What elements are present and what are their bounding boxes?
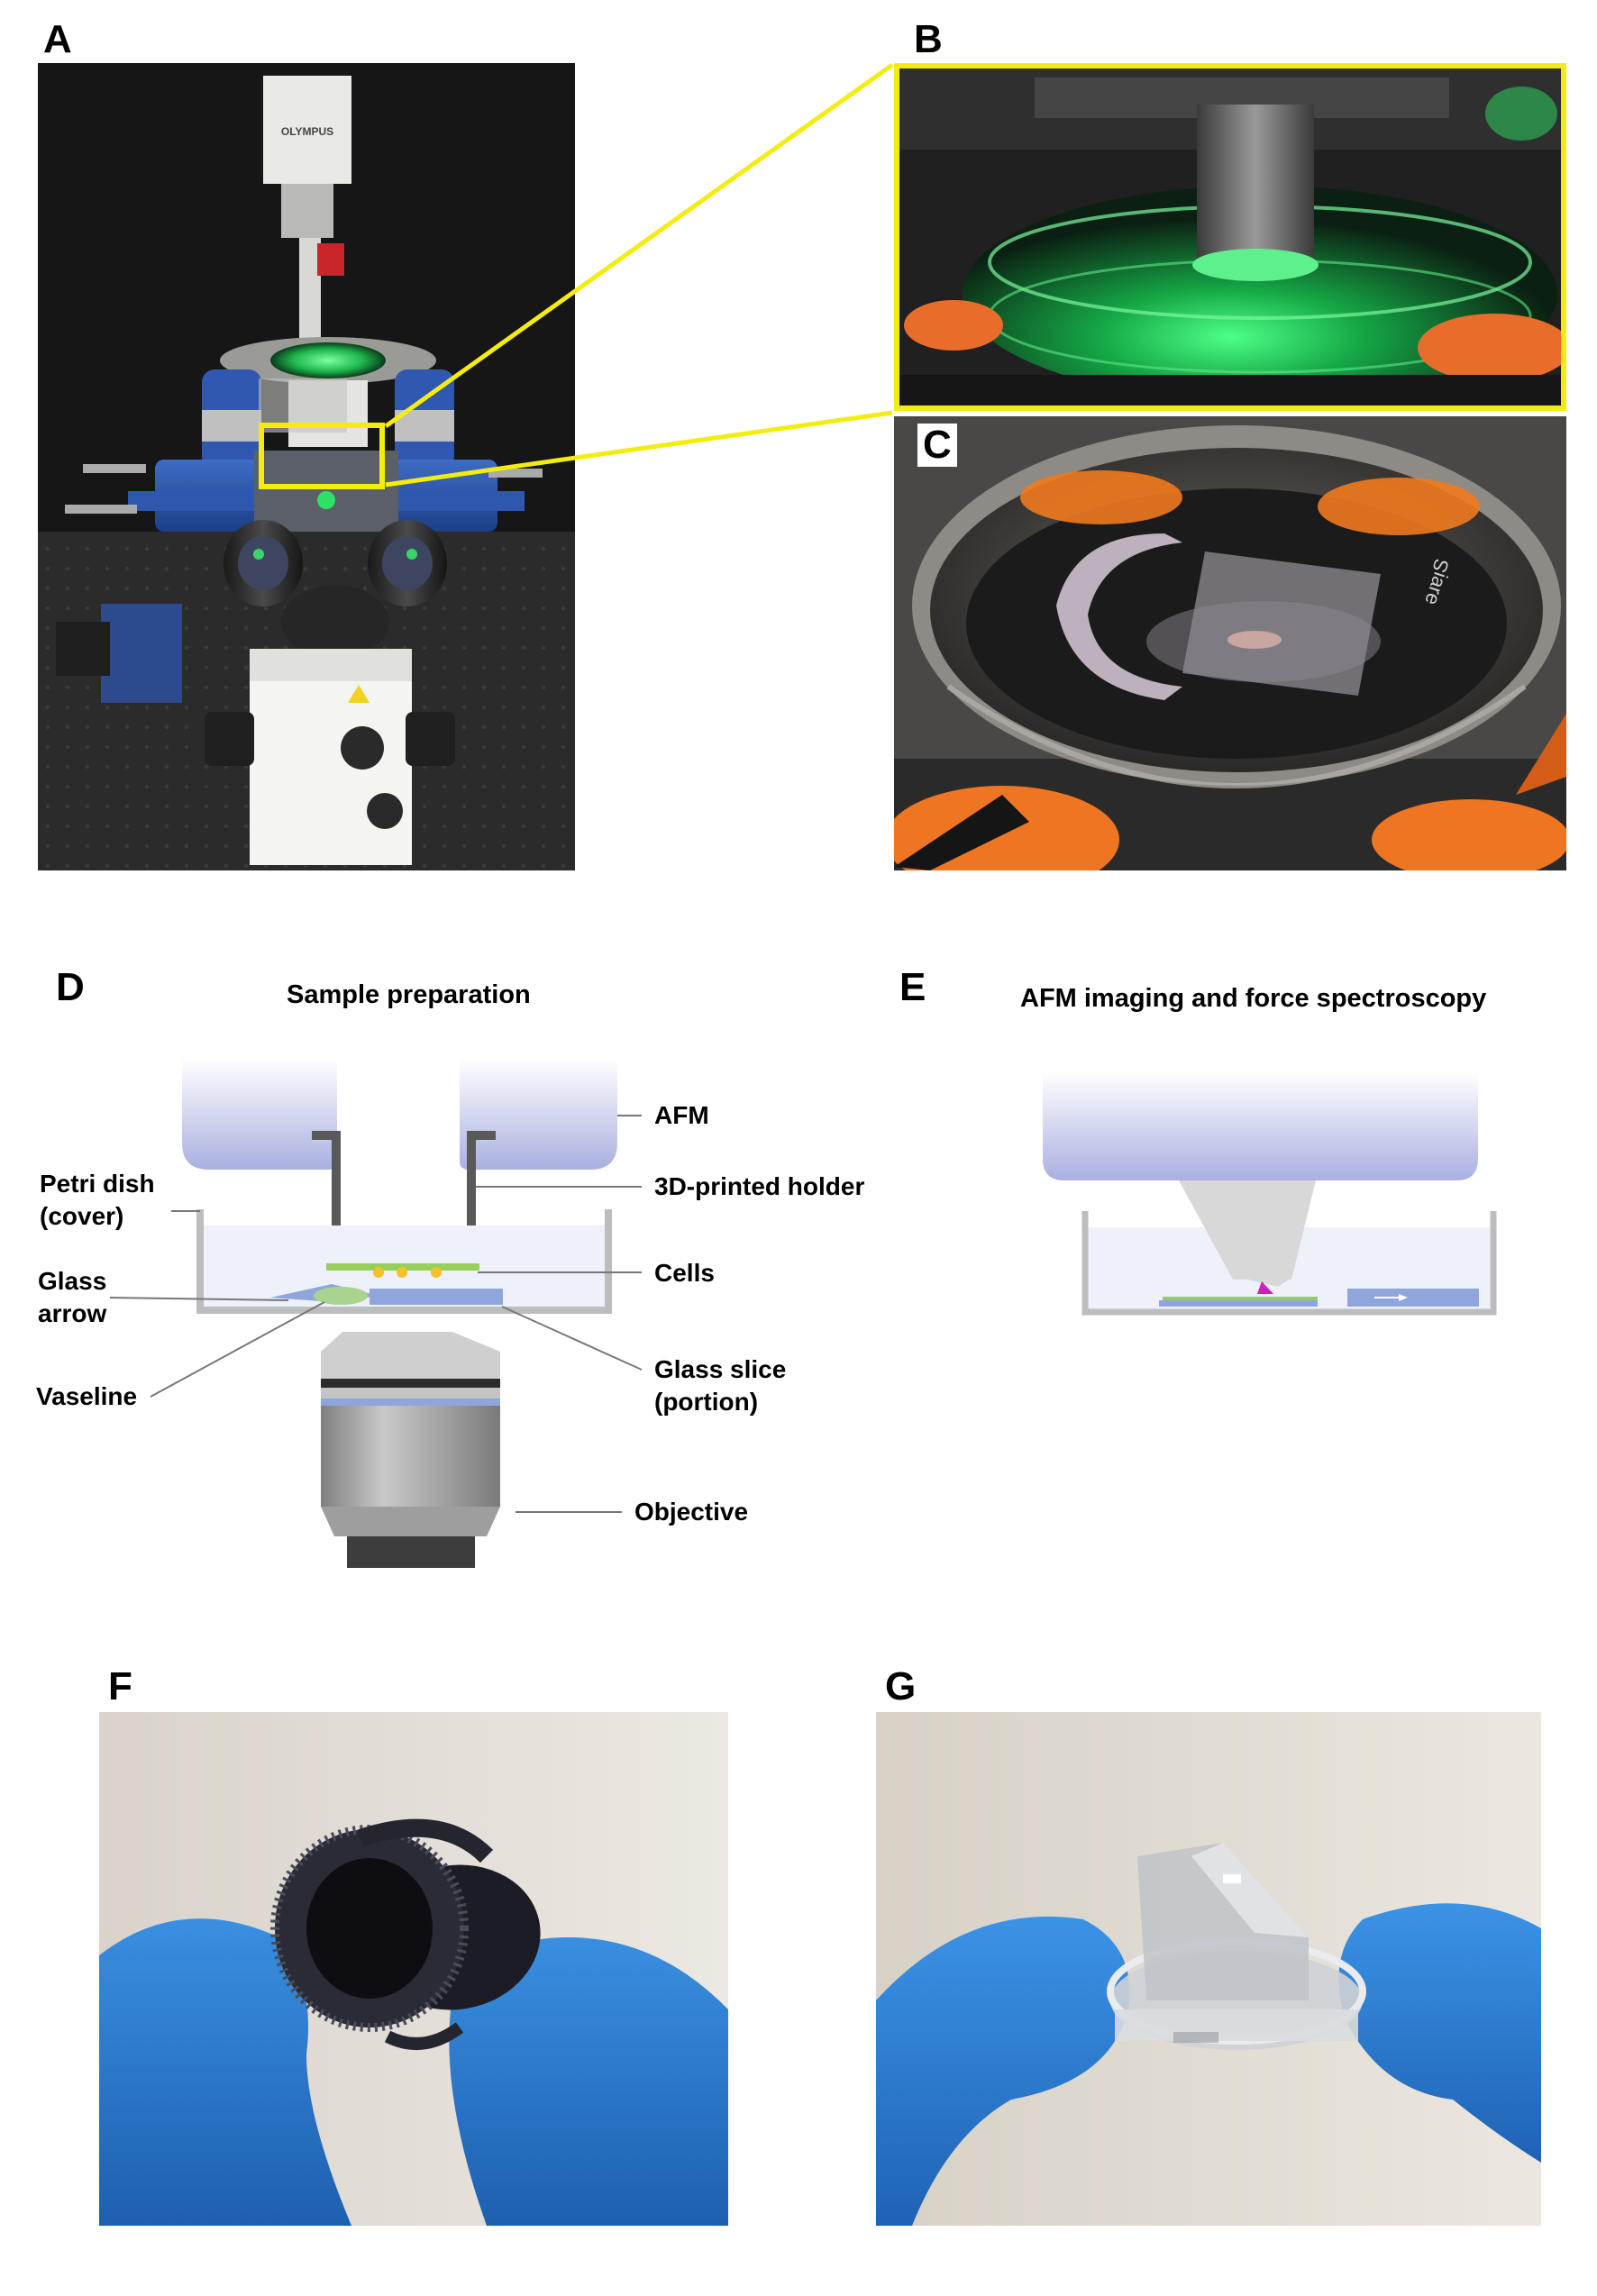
panel-label-f: F [108, 1664, 132, 1708]
afm-head-shape [182, 1059, 617, 1170]
afm-imaging-diagram [1043, 1072, 1497, 1316]
panel-label-b: B [914, 17, 943, 61]
label-afm: AFM [654, 1101, 709, 1129]
label-petri-dish-line1: Petri dish [40, 1170, 155, 1198]
label-vaseline: Vaseline [36, 1382, 138, 1410]
label-cells: Cells [654, 1259, 715, 1287]
panel-label-e: E [899, 965, 926, 1009]
zoom-connector-lines [384, 62, 894, 487]
photo-petri-under-afm [894, 63, 1566, 411]
panel-label-c: C [917, 424, 957, 467]
objective-shape [321, 1332, 500, 1568]
label-petri-dish-line2: (cover) [40, 1202, 124, 1230]
leader-lines [109, 1115, 643, 1513]
panel-label-a: A [43, 17, 72, 61]
brand-text: OLYMPUS [281, 125, 333, 138]
photo-petri-dish-setup: ǝɹɐᴉS [894, 416, 1566, 870]
label-glass-slice-line2: (portion) [654, 1388, 759, 1416]
petri-dish-shape [196, 1209, 612, 1314]
label-objective: Objective [634, 1498, 749, 1526]
highlight-box [259, 423, 385, 489]
label-glass-arrow-line1: Glass [38, 1267, 107, 1295]
panel-e-title: AFM imaging and force spectroscopy [1020, 984, 1487, 1013]
panel-label-d: D [56, 965, 85, 1009]
photo-glass-arrow-holder [876, 1712, 1541, 2226]
photo-afm-microscope: OLYMPUS [38, 63, 575, 870]
label-3d-printed-holder: 3D-printed holder [654, 1172, 865, 1200]
photo-3d-printed-holder [99, 1712, 728, 2226]
panel-d-title: Sample preparation [287, 980, 531, 1009]
label-glass-slice-line1: Glass slice [654, 1355, 787, 1383]
sample-shapes [270, 1263, 503, 1305]
holder-shape [312, 1131, 496, 1271]
panel-label-g: G [885, 1664, 917, 1708]
label-glass-arrow-line2: arrow [38, 1299, 107, 1327]
